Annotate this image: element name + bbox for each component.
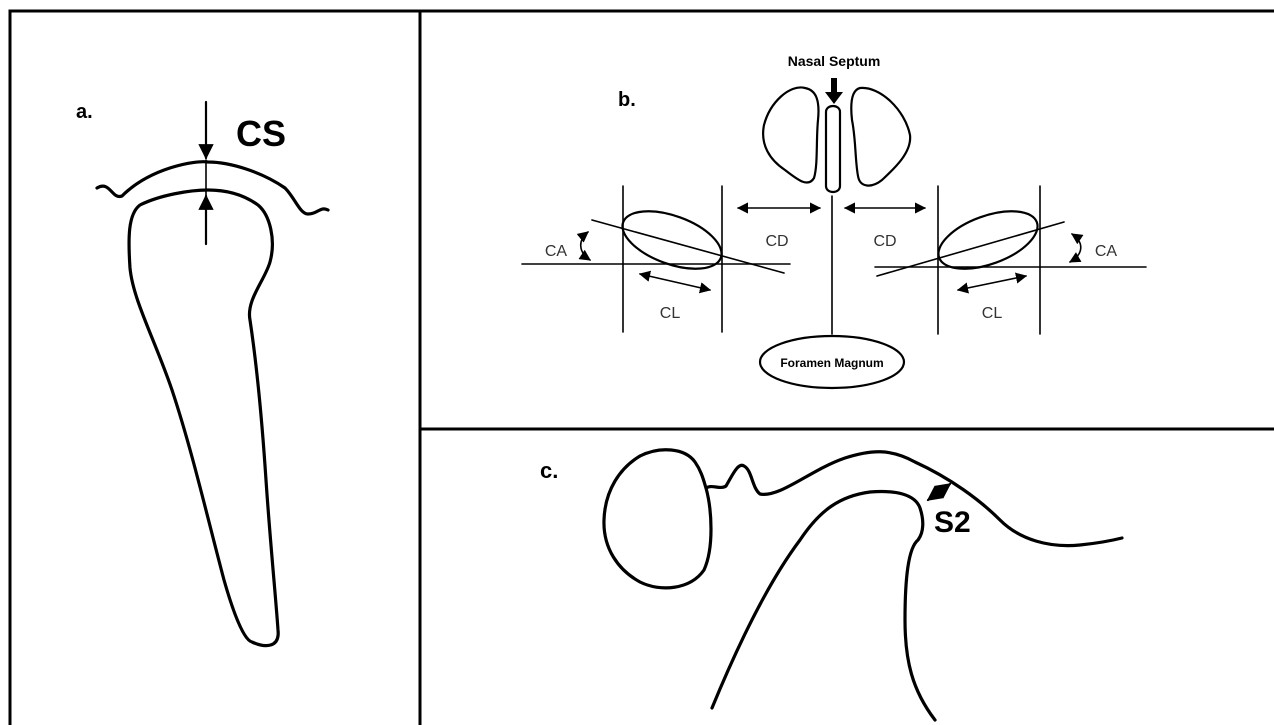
panel-c: c. S2 xyxy=(540,448,1124,722)
condyle-outline xyxy=(127,188,280,648)
panel-b-label: b. xyxy=(618,89,636,111)
s2-arrow xyxy=(926,482,952,502)
panel-a: a. CS xyxy=(76,100,330,648)
right-condyle-ellipse xyxy=(937,210,1039,270)
eminence-profile xyxy=(602,450,1124,590)
left-condyle-ellipse xyxy=(621,210,723,270)
right-nasal-cavity xyxy=(850,86,912,187)
left-cd-label: CD xyxy=(765,233,788,250)
nasal-septum-arrow xyxy=(825,78,843,104)
fossa-curve xyxy=(95,160,330,216)
right-ca-arrow xyxy=(1069,233,1084,263)
panel-c-frame xyxy=(418,427,1274,725)
left-ca-arrow xyxy=(576,231,591,261)
s2-label: S2 xyxy=(934,506,971,539)
panel-frames xyxy=(8,9,1274,725)
foramen-magnum-ellipse xyxy=(758,334,906,390)
right-ca-label: CA xyxy=(1095,243,1118,260)
condyle-head xyxy=(710,489,937,722)
right-cd-label: CD xyxy=(873,233,896,250)
nasal-septum-shape xyxy=(824,104,842,194)
foramen-magnum-label: Foramen Magnum xyxy=(780,356,883,370)
orbit-loop xyxy=(638,448,708,490)
nasal-septum-label: Nasal Septum xyxy=(788,53,881,69)
right-condyle-axis xyxy=(876,221,1065,277)
left-cl-label: CL xyxy=(660,305,681,322)
panel-a-frame xyxy=(8,9,422,725)
left-nasal-cavity xyxy=(762,86,820,184)
right-cl-label: CL xyxy=(982,305,1003,322)
panel-a-label: a. xyxy=(76,101,93,123)
panel-b: b. Nasal Septum CD CD CA CA xyxy=(521,53,1147,390)
left-cl-arrow xyxy=(638,270,712,294)
cs-label: CS xyxy=(236,113,286,154)
right-cl-arrow xyxy=(956,272,1028,294)
left-condyle-axis xyxy=(591,219,785,274)
panel-c-label: c. xyxy=(540,458,558,483)
left-ca-label: CA xyxy=(545,243,568,260)
